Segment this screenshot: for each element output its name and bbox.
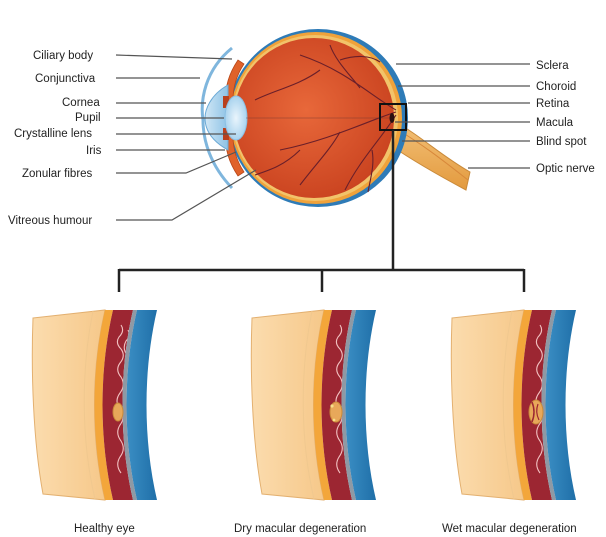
panel-healthy-eye bbox=[32, 310, 157, 500]
label-conjunctiva: Conjunctiva bbox=[35, 73, 96, 85]
panel-dry-macular-degeneration bbox=[251, 310, 376, 500]
label-crystalline-lens: Crystalline lens bbox=[14, 128, 92, 140]
label-cornea: Cornea bbox=[62, 97, 100, 109]
label-ciliary-body: Ciliary body bbox=[33, 50, 93, 62]
panel-wet-macular-degeneration bbox=[451, 310, 576, 500]
label-retina: Retina bbox=[536, 98, 570, 110]
caption-wet-macular-degeneration: Wet macular degeneration bbox=[442, 523, 577, 535]
label-zonular-fibres: Zonular fibres bbox=[22, 168, 93, 180]
label-sclera: Sclera bbox=[536, 60, 569, 72]
label-choroid: Choroid bbox=[536, 81, 576, 93]
label-blind-spot: Blind spot bbox=[536, 136, 587, 148]
label-iris: Iris bbox=[86, 145, 102, 157]
caption-healthy-eye: Healthy eye bbox=[74, 523, 135, 535]
label-vitreous-humour: Vitreous humour bbox=[8, 215, 92, 227]
label-macula: Macula bbox=[536, 117, 574, 129]
caption-dry-macular-degeneration: Dry macular degeneration bbox=[234, 523, 366, 535]
eyeball bbox=[202, 29, 470, 207]
label-pupil: Pupil bbox=[75, 112, 101, 124]
label-optic-nerve: Optic nerve bbox=[536, 163, 595, 175]
